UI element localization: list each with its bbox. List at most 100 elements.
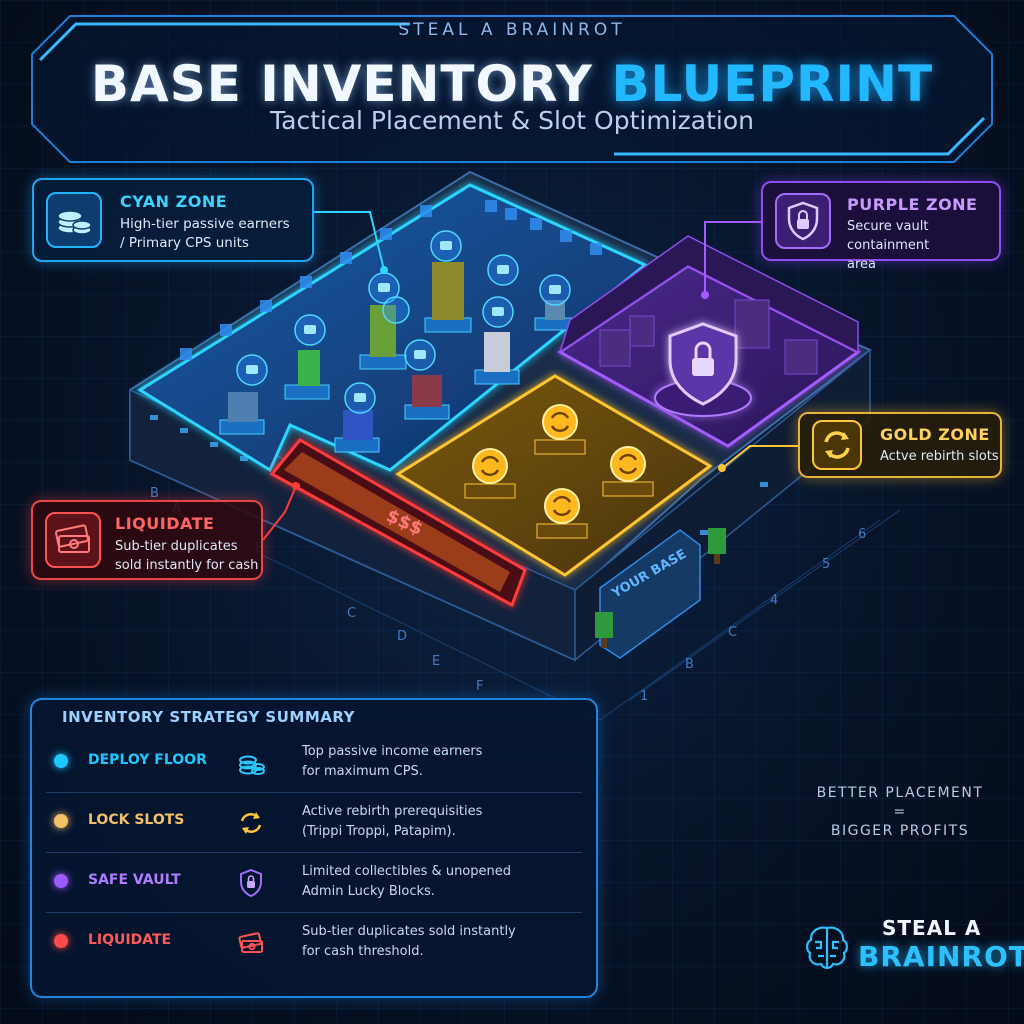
axis-label: 5	[822, 557, 830, 572]
liquidate-connector	[262, 485, 297, 541]
logo-line1: STEAL A	[882, 916, 982, 940]
gold-slots	[464, 404, 654, 539]
coin-glyph	[414, 350, 426, 359]
rebirth-arrows-icon	[234, 806, 268, 840]
brain-icon	[806, 926, 848, 970]
axis-label: C	[728, 625, 737, 640]
pedestal	[474, 369, 520, 385]
summary-divider	[46, 852, 582, 853]
liquidate-desc-line2: sold instantly for cash	[115, 558, 259, 573]
gold-slot	[534, 404, 586, 455]
wall-window	[700, 530, 708, 535]
axis-label: F	[476, 679, 483, 694]
summary-row-line2: Admin Lucky Blocks.	[302, 884, 435, 899]
coin-glyph	[492, 307, 504, 316]
strategy-summary-panel: INVENTORY STRATEGY SUMMARY DEPLOY FLOOR …	[30, 698, 598, 998]
coin-glyph	[378, 283, 390, 292]
wall-window	[220, 324, 232, 336]
unit-pedestal	[424, 262, 472, 333]
vault-crate	[599, 329, 631, 367]
rebirth-arrows-icon	[618, 467, 638, 475]
axis-label: B	[685, 657, 694, 672]
wall-window	[210, 442, 218, 447]
rebirth-arrows-icon	[610, 446, 646, 482]
coin-glyph	[440, 241, 452, 250]
wall-window	[300, 276, 312, 288]
wall-window	[590, 243, 602, 255]
summary-row-line1: Limited collectibles & unopened	[302, 864, 511, 879]
rebirth-arrows-icon	[542, 404, 578, 440]
summary-row-line1: Top passive income earners	[302, 744, 483, 759]
gold-slot	[464, 448, 516, 499]
summary-title: INVENTORY STRATEGY SUMMARY	[62, 708, 355, 726]
gold-slot-base	[534, 439, 586, 455]
summary-divider	[46, 792, 582, 793]
gold-zone-title: GOLD ZONE	[880, 425, 990, 444]
cyan-zone-callout: CYAN ZONE High-tier passive earners / Pr…	[32, 178, 314, 262]
rebirth-arrows-icon	[550, 411, 570, 419]
vault-crate	[784, 339, 818, 375]
tagline-line1: BETTER PLACEMENT	[816, 785, 984, 801]
unit-pedestal	[334, 410, 380, 453]
liquidate-connector-dot	[292, 482, 300, 490]
status-dot	[54, 874, 68, 888]
page-subtitle: Tactical Placement & Slot Optimization	[270, 106, 754, 135]
unit-pedestal	[284, 350, 330, 400]
summary-row-line2: for cash threshold.	[302, 944, 424, 959]
tree	[708, 528, 726, 554]
pedestal	[334, 437, 380, 453]
wall-window	[530, 218, 542, 230]
pedestal	[424, 317, 472, 333]
gold-zone-desc: Actve rebirth slots	[880, 449, 999, 464]
vault-crate	[734, 299, 770, 349]
vault-crate	[629, 315, 655, 347]
gold-slot-arrows	[480, 411, 638, 517]
purple-zone-callout: PURPLE ZONE Secure vault containment are…	[761, 181, 1001, 272]
coin-stack-icon	[46, 192, 102, 248]
status-dot	[54, 814, 68, 828]
game-logo: STEAL A BRAINROT	[800, 906, 1024, 986]
summary-row-label: LIQUIDATE	[88, 932, 172, 948]
vault-lock-body	[692, 358, 714, 376]
unit-pedestal	[219, 392, 265, 435]
axis-label: B	[150, 486, 159, 501]
summary-row-line1: Active rebirth prerequisities	[302, 804, 483, 819]
vault-crates	[599, 299, 818, 375]
summary-row-label: SAFE VAULT	[88, 872, 181, 888]
pedestal	[284, 384, 330, 400]
summary-row-text: Top passive income earners for maximum C…	[302, 742, 482, 782]
cyan-zone-desc: High-tier passive earners / Primary CPS …	[120, 215, 290, 253]
shield-lock-icon	[775, 193, 831, 249]
purple-connector	[704, 221, 761, 295]
summary-row-deploy-floor: DEPLOY FLOOR Top passive income earners …	[46, 732, 582, 792]
summary-row-text: Limited collectibles & unopened Admin Lu…	[302, 862, 511, 902]
cash-stack-icon	[45, 512, 101, 568]
summary-row-line1: Sub-tier duplicates sold instantly	[302, 924, 516, 939]
wall-window	[180, 428, 188, 433]
cyan-zone-desc-line1: High-tier passive earners	[120, 216, 290, 232]
rebirth-arrows-icon	[552, 495, 572, 503]
cyan-zone-title: CYAN ZONE	[120, 192, 228, 211]
summary-row-line2: (Trippi Troppi, Patapim).	[302, 824, 456, 839]
wall-window	[180, 348, 192, 360]
vault-shield-icon	[654, 322, 752, 417]
title-white: BASE INVENTORY	[90, 55, 594, 113]
coin-glyph	[354, 393, 366, 402]
gold-connector	[724, 445, 798, 467]
coin-glyph	[304, 325, 316, 334]
character	[432, 262, 464, 320]
rebirth-arrows-icon	[480, 469, 500, 477]
cyan-connector	[314, 211, 385, 271]
header: STEAL A BRAINROT BASE INVENTORY BLUEPRIN…	[30, 14, 994, 164]
liquidate-title: LIQUIDATE	[115, 514, 215, 533]
axis-label: E	[432, 654, 440, 669]
coin-stack-icon	[234, 746, 268, 780]
vault-lock-shackle	[694, 341, 712, 358]
header-frame	[31, 15, 993, 163]
coin-glyph	[549, 285, 561, 294]
axis-label: 1	[640, 689, 648, 704]
purple-zone-desc-line1: Secure vault containment	[847, 219, 930, 253]
unit-pedestal	[404, 375, 450, 420]
axis-label: D	[397, 629, 407, 644]
tree-trunk	[714, 554, 720, 564]
